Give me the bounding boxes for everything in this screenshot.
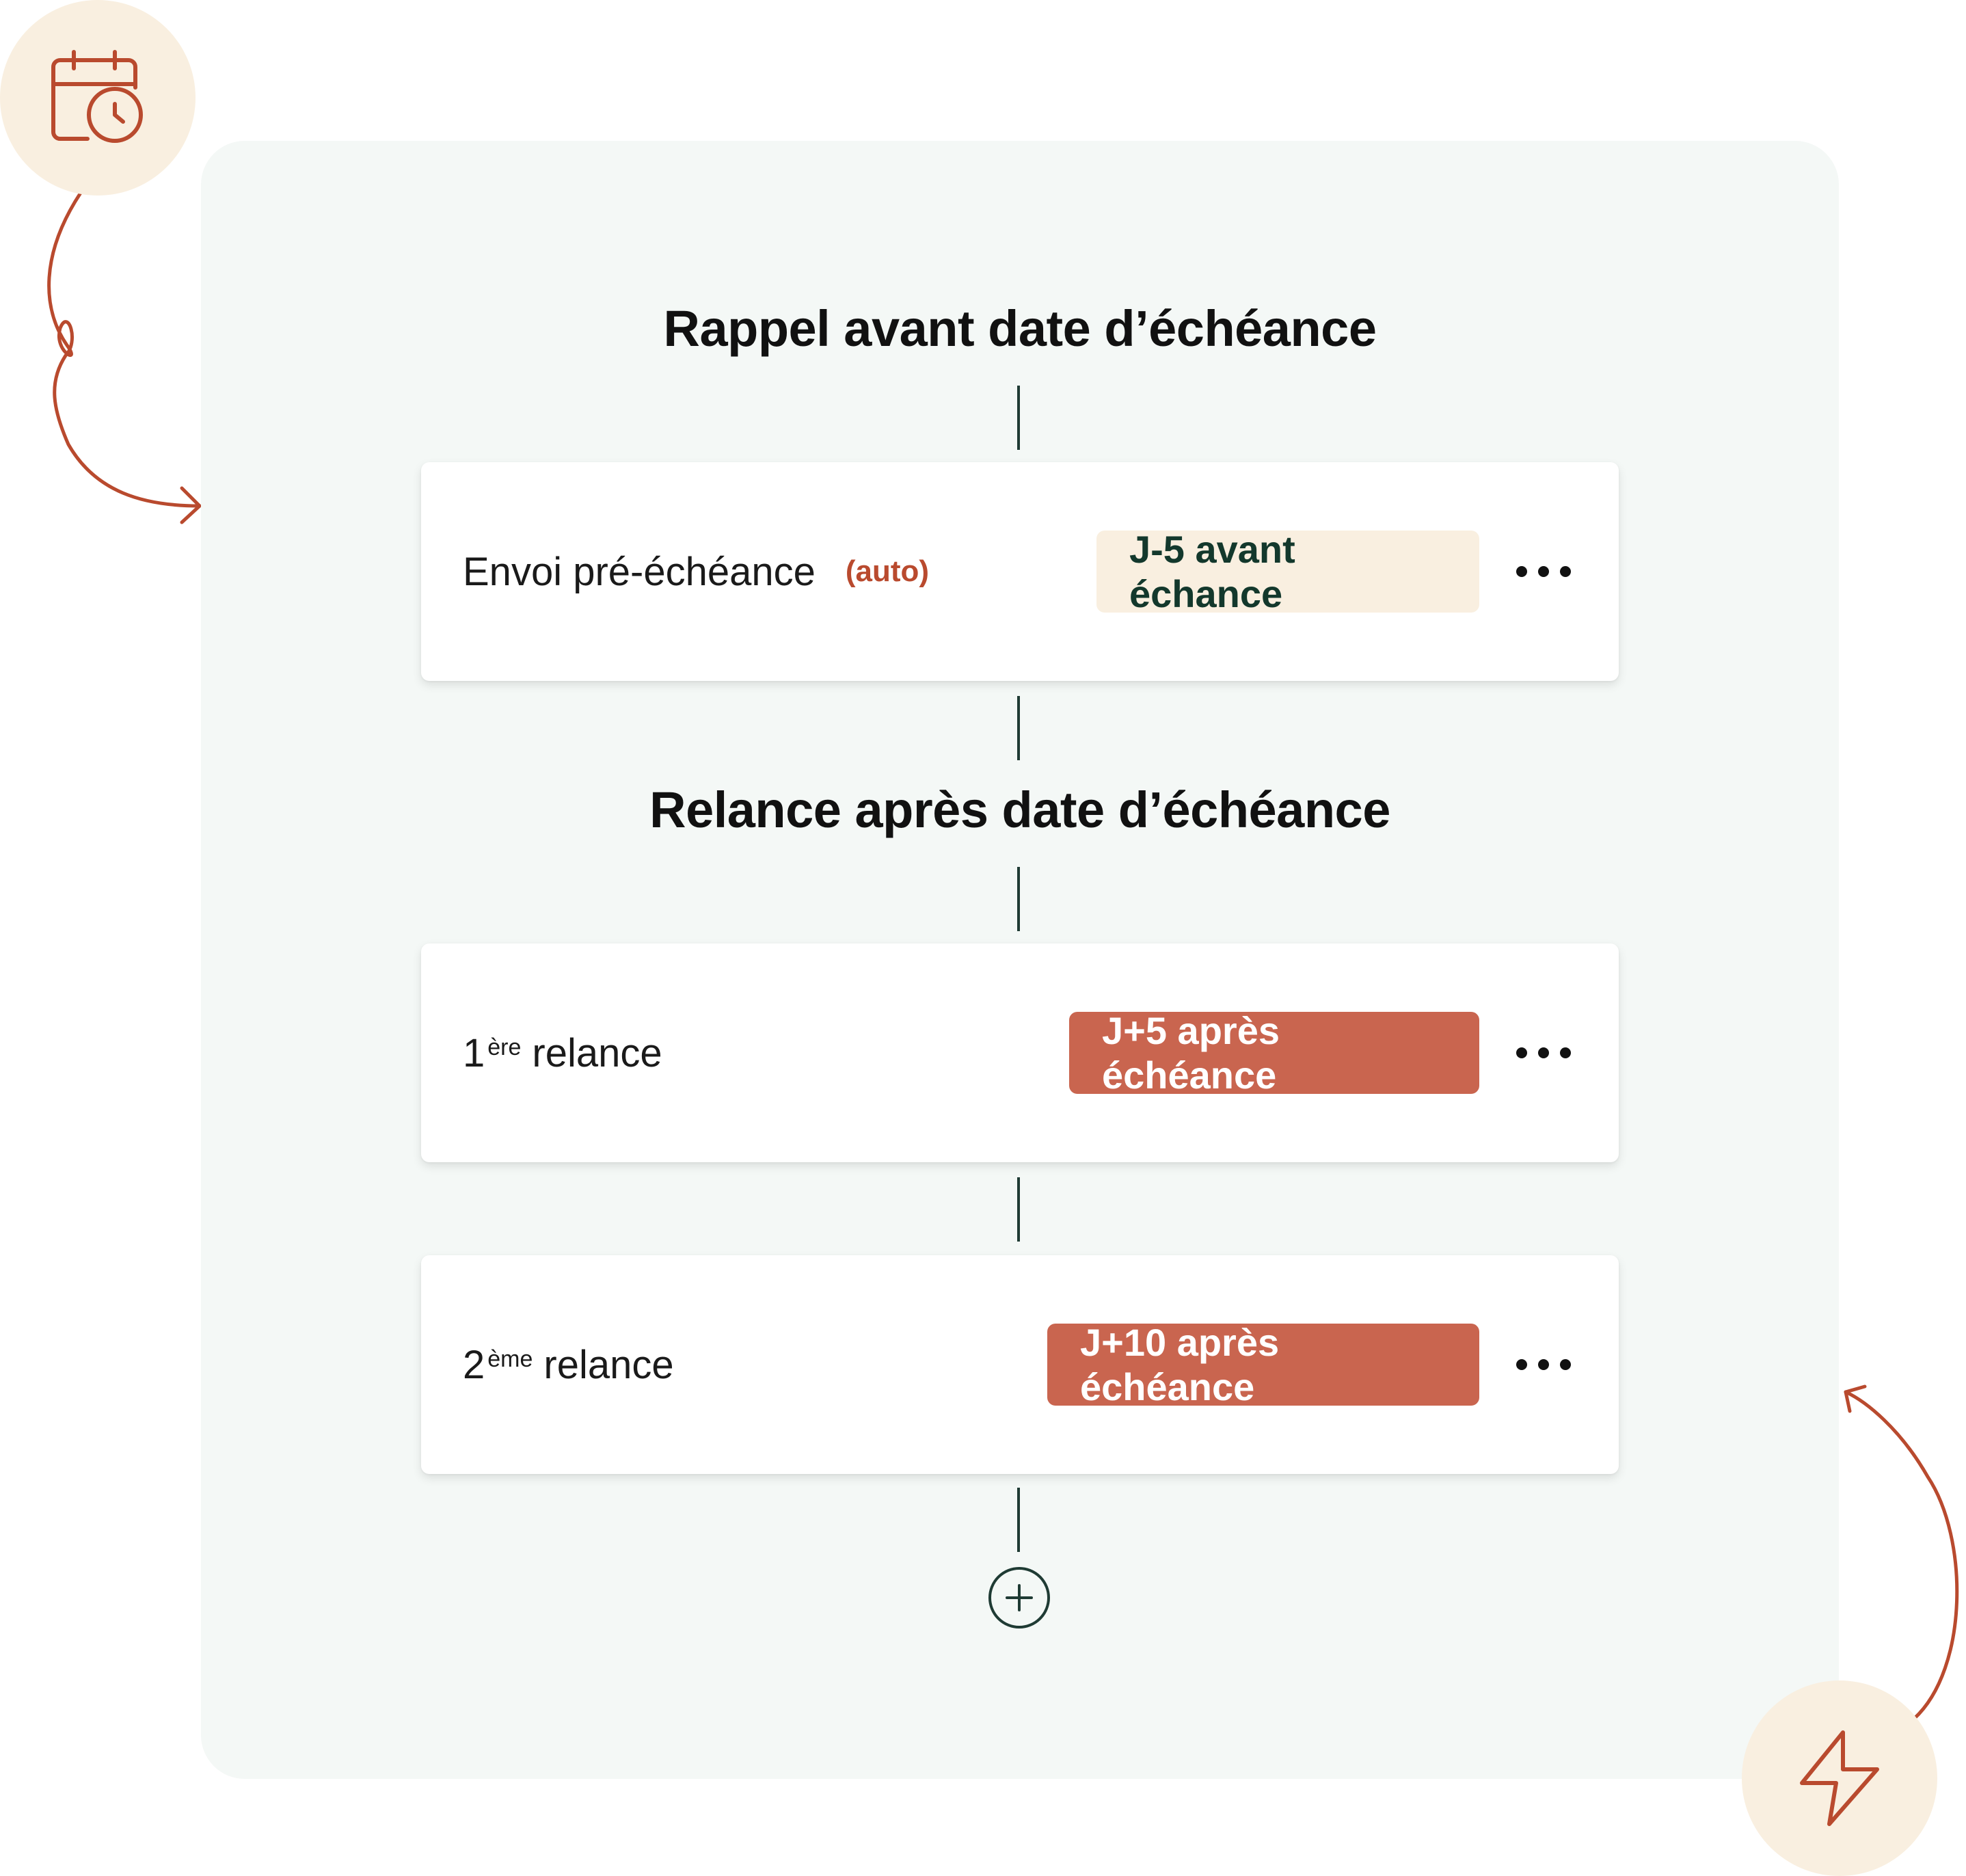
section-title-before: Rappel avant date d’échéance bbox=[663, 300, 1377, 357]
connector-line bbox=[1017, 696, 1020, 760]
connector-line bbox=[1017, 386, 1020, 450]
timing-badge: J-5 avant échance bbox=[1096, 528, 1479, 615]
plus-icon bbox=[1006, 1584, 1033, 1611]
more-horizontal-icon[interactable] bbox=[1516, 551, 1571, 592]
step-number: 2 bbox=[463, 1342, 485, 1387]
section-title-after: Relance après date d’échéance bbox=[649, 781, 1390, 838]
step-ordinal: ème bbox=[487, 1345, 533, 1372]
lightning-icon bbox=[1800, 1730, 1879, 1826]
add-step-button[interactable] bbox=[988, 1567, 1050, 1629]
auto-tag: (auto) bbox=[845, 554, 930, 588]
calendar-clock-icon bbox=[51, 50, 143, 143]
connector-line bbox=[1017, 1488, 1020, 1552]
timing-badge: J+5 après échéance bbox=[1069, 1009, 1479, 1097]
lightning-badge bbox=[1742, 1680, 1937, 1876]
connector-line bbox=[1017, 867, 1020, 931]
step-ordinal: ère bbox=[487, 1034, 522, 1060]
timing-badge: J+10 après échéance bbox=[1047, 1321, 1479, 1408]
step-title: Envoi pré-échéance bbox=[463, 549, 816, 594]
calendar-badge bbox=[0, 0, 196, 196]
step-label: Envoi pré-échéance (auto) bbox=[463, 462, 929, 681]
step-number: 1 bbox=[463, 1030, 485, 1075]
step-title: relance bbox=[543, 1342, 674, 1387]
more-horizontal-icon[interactable] bbox=[1516, 1032, 1571, 1073]
step-card-pre-due[interactable]: Envoi pré-échéance (auto) J-5 avant écha… bbox=[421, 462, 1619, 681]
more-horizontal-icon[interactable] bbox=[1516, 1344, 1571, 1385]
step-title: relance bbox=[532, 1030, 662, 1075]
connector-line bbox=[1017, 1177, 1020, 1242]
